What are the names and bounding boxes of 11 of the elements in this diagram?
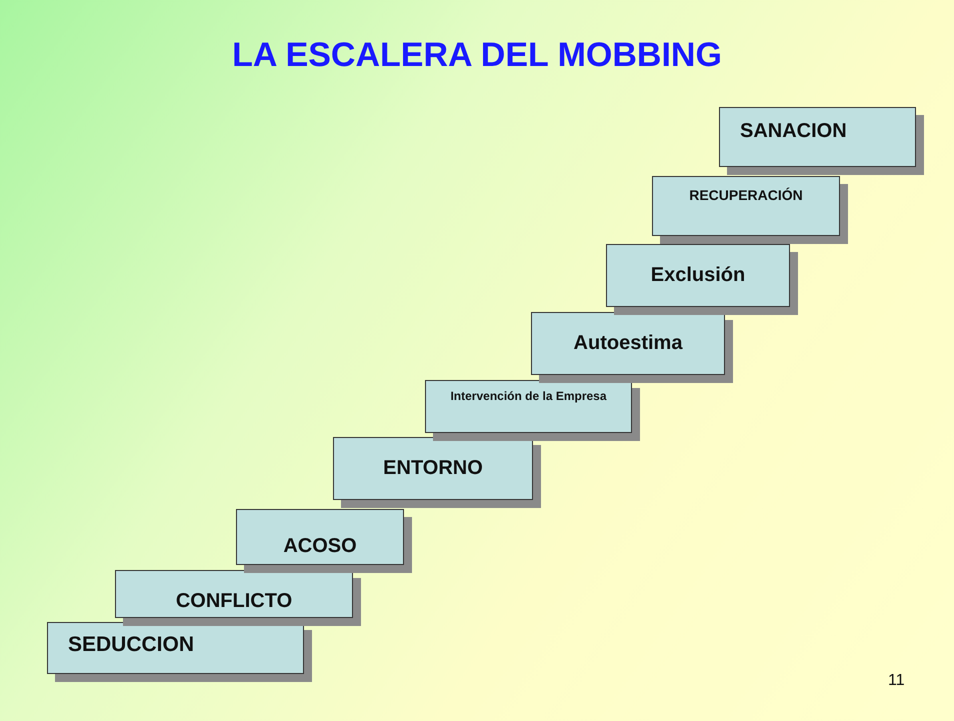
step-label: SEDUCCION — [68, 633, 194, 657]
step-label: RECUPERACIÓN — [689, 187, 803, 203]
step-label: ENTORNO — [383, 457, 483, 480]
step-label: ACOSO — [283, 535, 357, 558]
step-label: Autoestima — [574, 332, 682, 355]
step-label: SANACION — [740, 120, 847, 143]
step-label: Intervención de la Empresa — [450, 389, 607, 403]
step-label: CONFLICTO — [176, 590, 292, 613]
page-number: 11 — [888, 672, 905, 690]
slide-title: LA ESCALERA DEL MOBBING — [231, 36, 723, 75]
step-label: Exclusión — [650, 264, 746, 287]
